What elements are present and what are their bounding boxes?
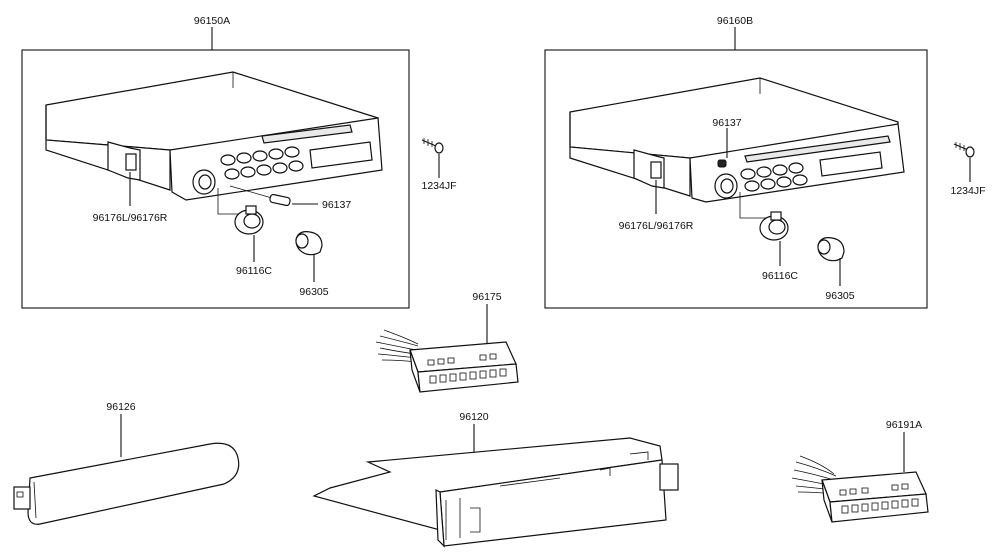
screw-part-left: 1234JF: [421, 138, 457, 192]
label-harness-top: 96175: [472, 291, 501, 303]
cover-panel: 96126: [13, 401, 240, 525]
label-screw-right: 1234JF: [950, 185, 985, 197]
radio-unit-right: [569, 77, 905, 203]
cap-part-left: 96305: [295, 231, 329, 298]
assembly-box-left: 96150A: [21, 15, 410, 309]
bracket-callout-left: 96176L/96176R: [93, 172, 168, 224]
wire-harness-right: 96191A: [791, 419, 929, 523]
label-assembly-left: 96150A: [194, 15, 230, 27]
cap-part-right: 96305: [817, 237, 855, 302]
label-assembly-right: 96160B: [717, 15, 753, 27]
label-bracket-right: 96176L/96176R: [619, 220, 694, 232]
screw-part-right: 1234JF: [950, 142, 986, 197]
knob-part-left: 96116C: [217, 188, 272, 277]
label-bracket-left: 96176L/96176R: [93, 212, 168, 224]
bulb-part-left: 96137: [229, 185, 351, 211]
harness-right-pins: [839, 483, 919, 514]
label-harness-right: 96191A: [886, 419, 922, 431]
label-screw-left: 1234JF: [421, 180, 456, 192]
amplifier-bracket: 96120: [312, 411, 679, 548]
label-amplifier: 96120: [459, 411, 488, 423]
preset-buttons-left: [220, 146, 304, 180]
bulb-callout-right: 96137: [712, 117, 742, 158]
label-cap-left: 96305: [299, 286, 328, 298]
harness-top-pins: [427, 353, 507, 384]
label-knob-right: 96116C: [762, 270, 798, 282]
bracket-callout-right: 96176L/96176R: [619, 180, 694, 232]
assembly-box-right: 96160B: [544, 15, 928, 309]
label-cap-right: 96305: [825, 290, 854, 302]
label-cover: 96126: [106, 401, 135, 413]
label-knob-left: 96116C: [236, 265, 272, 277]
preset-buttons-right: [740, 162, 808, 192]
wire-harness-top: 96175: [375, 291, 519, 393]
label-bulb-left: 96137: [322, 199, 351, 211]
radio-unit-left: [45, 71, 383, 201]
knob-part-right: 96116C: [739, 192, 798, 282]
label-bulb-right: 96137: [712, 117, 741, 129]
